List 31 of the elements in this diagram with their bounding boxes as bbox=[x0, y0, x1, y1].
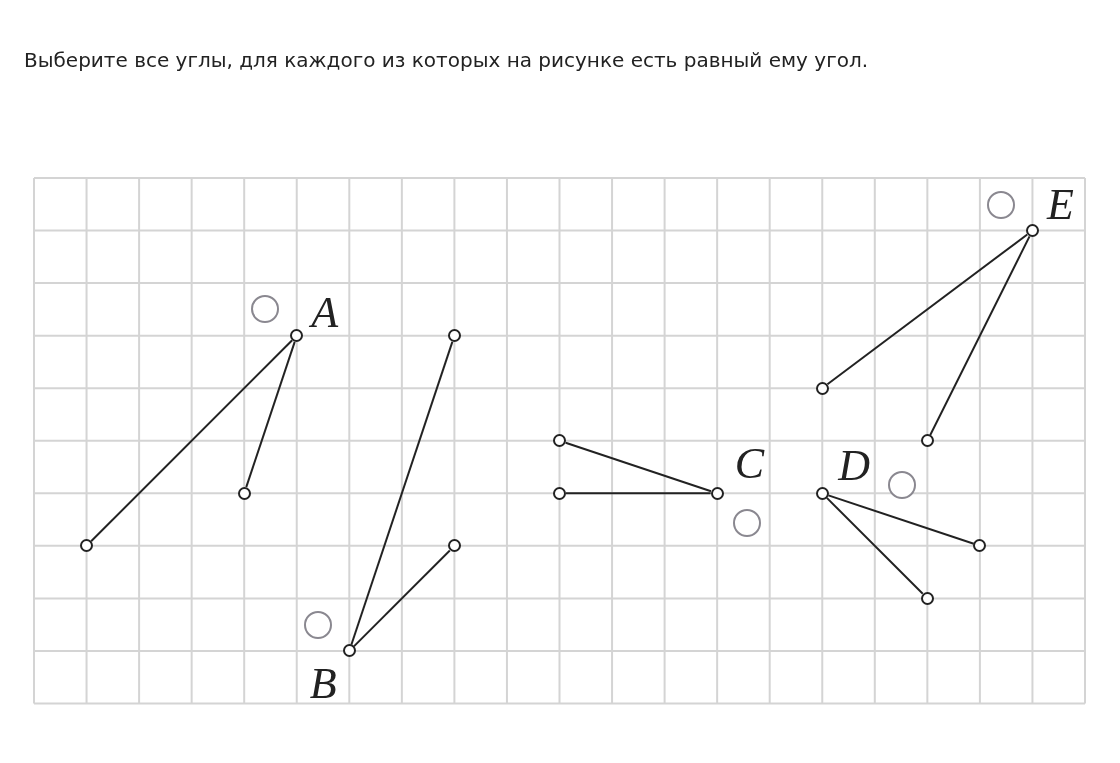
line-segment bbox=[827, 494, 975, 545]
point-label: D bbox=[838, 444, 871, 489]
point bbox=[920, 434, 934, 448]
point-label: B bbox=[309, 661, 337, 706]
line-segment bbox=[564, 441, 712, 493]
line-segment bbox=[565, 492, 712, 495]
point bbox=[80, 539, 94, 553]
point bbox=[815, 486, 829, 500]
point-label: A bbox=[311, 290, 339, 335]
point bbox=[553, 486, 566, 500]
point-label: E bbox=[1046, 182, 1074, 227]
point bbox=[815, 381, 829, 395]
line-segment bbox=[245, 340, 296, 489]
point bbox=[1025, 224, 1039, 238]
line-segment bbox=[825, 496, 924, 595]
point-label: C bbox=[734, 442, 764, 487]
line-segment bbox=[929, 235, 1031, 436]
line-segment bbox=[90, 339, 294, 543]
line-segment bbox=[352, 549, 451, 648]
point bbox=[447, 329, 461, 343]
point bbox=[447, 539, 461, 553]
point bbox=[553, 434, 566, 448]
question-text: Выберите все углы, для каждого из которых на рисунке есть равный ему угол. bbox=[24, 48, 869, 72]
point bbox=[342, 644, 356, 658]
point bbox=[290, 329, 304, 343]
line-segment bbox=[826, 233, 1029, 386]
point bbox=[920, 591, 934, 605]
point bbox=[710, 486, 724, 500]
point bbox=[973, 539, 987, 553]
line-segment bbox=[350, 340, 454, 646]
point bbox=[237, 486, 251, 500]
